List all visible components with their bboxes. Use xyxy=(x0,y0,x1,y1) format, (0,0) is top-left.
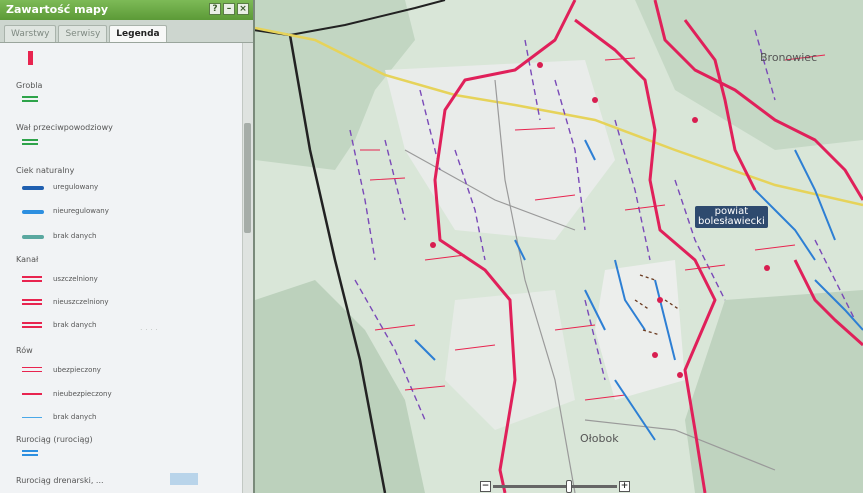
red-marker-symbol xyxy=(28,51,33,65)
brown-ditches xyxy=(634,274,681,336)
blue-channels xyxy=(414,139,863,441)
zoom-track[interactable] xyxy=(493,485,617,488)
legend-scrollbar[interactable] xyxy=(242,43,253,493)
map-view[interactable] xyxy=(255,0,863,493)
zoom-slider-knob[interactable] xyxy=(566,480,573,493)
row-ubezpieczony-symbol xyxy=(22,367,42,372)
label-bronowiec: Bronowiec xyxy=(760,51,818,64)
legend-ghost-text: . . . . xyxy=(140,323,158,332)
legend-ciek-item-2: nieuregulowany xyxy=(53,207,109,215)
panel-tabs: Warstwy Serwisy Legenda xyxy=(0,20,253,43)
legend-ciek-heading: Ciek naturalny xyxy=(16,166,75,175)
legend-row-item-2: nieubezpieczony xyxy=(53,390,112,398)
legend-content: Grobla Wał przeciwpowodziowy Ciek natura… xyxy=(0,43,245,493)
panel-title: Zawartość mapy xyxy=(6,3,109,16)
close-button[interactable]: × xyxy=(237,3,249,15)
legend-rurociag-drenarski: Rurociąg drenarski, ... xyxy=(16,476,104,485)
minimize-button[interactable]: – xyxy=(223,3,235,15)
ciek-uregulowany-symbol xyxy=(22,186,44,190)
legend-bottom-box xyxy=(170,473,198,485)
zoom-out-button[interactable]: − xyxy=(480,481,491,492)
map-terrain-patches xyxy=(255,0,863,493)
ciek-brak-symbol xyxy=(22,235,44,239)
rurociag-symbol xyxy=(22,450,38,456)
kanal-uszczelniony-symbol xyxy=(22,276,42,282)
label-powiat-line1: powiat xyxy=(714,206,749,217)
tab-serwisy[interactable]: Serwisy xyxy=(58,25,108,42)
legend-ciek-item-1: uregulowany xyxy=(53,183,99,191)
kanal-brak-symbol xyxy=(22,322,42,328)
row-brak-symbol xyxy=(22,417,42,418)
panel-titlebar[interactable]: Zawartość mapy ? – × xyxy=(0,0,253,20)
zoom-control[interactable]: − + xyxy=(480,480,630,493)
legend-groble: Grobla xyxy=(16,81,43,90)
wal-symbol xyxy=(22,139,38,145)
ciek-nieuregulowany-symbol xyxy=(22,210,44,214)
scrollbar-thumb[interactable] xyxy=(244,123,251,233)
roads-gray xyxy=(404,79,776,493)
label-powiat: powiat bolesławiecki xyxy=(695,206,768,228)
label-powiat-line2: bolesławiecki xyxy=(698,216,765,227)
legend-kanal-item-1: uszczelniony xyxy=(53,275,98,283)
legend-row-item-3: brak danych xyxy=(53,413,97,421)
drainage-ditches xyxy=(349,29,856,421)
map-content-panel: Zawartość mapy ? – × Warstwy Serwisy Leg… xyxy=(0,0,255,493)
legend-row-heading: Rów xyxy=(16,346,33,355)
legend-rurociag: Rurociąg (rurociąg) xyxy=(16,435,93,444)
groble-symbol xyxy=(22,96,38,102)
legend-wal: Wał przeciwpowodziowy xyxy=(16,123,113,132)
label-olobok: Ołobok xyxy=(580,432,619,445)
legend-row-item-1: ubezpieczony xyxy=(53,366,101,374)
road-yellow xyxy=(255,26,863,207)
row-nieubezpieczony-symbol xyxy=(22,393,42,395)
tab-legenda[interactable]: Legenda xyxy=(109,25,167,42)
help-button[interactable]: ? xyxy=(209,3,221,15)
map-nodes xyxy=(430,62,770,378)
tab-warstwy[interactable]: Warstwy xyxy=(4,25,57,42)
legend-kanal-heading: Kanał xyxy=(16,255,39,264)
main-rivers xyxy=(433,0,863,493)
legend-kanal-item-3: brak danych xyxy=(53,321,97,329)
legend-kanal-item-2: nieuszczelniony xyxy=(53,298,109,306)
kanal-nieuszczelniony-symbol xyxy=(22,299,42,305)
zoom-in-button[interactable]: + xyxy=(619,481,630,492)
legend-ciek-item-3: brak danych xyxy=(53,232,97,240)
